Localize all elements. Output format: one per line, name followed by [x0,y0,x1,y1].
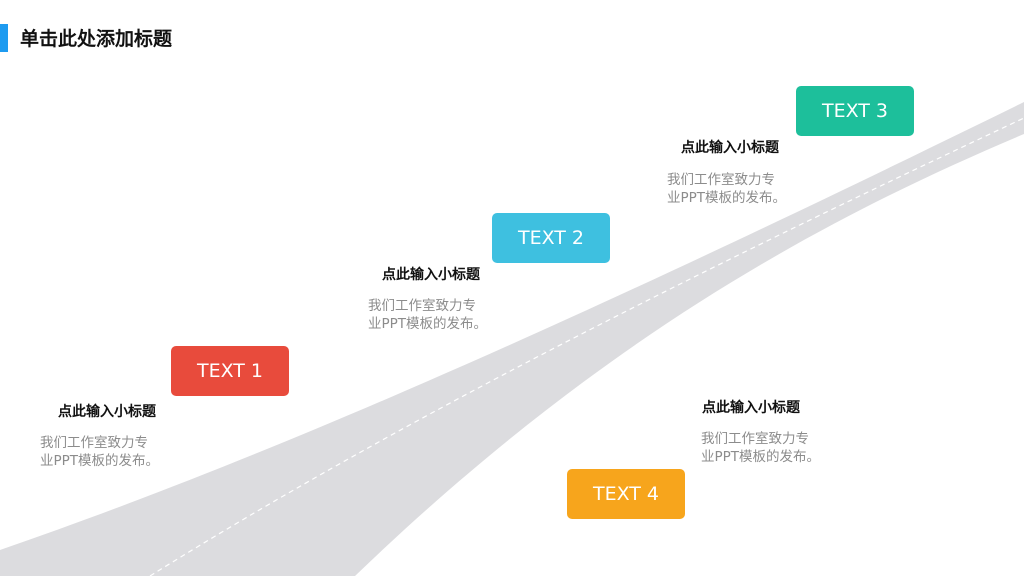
step-4-description-line-2: 业PPT模板的发布。 [701,449,821,465]
step-2-description-line-2: 业PPT模板的发布。 [368,316,488,332]
step-2-subtitle[interactable]: 点此输入小标题 [382,267,480,283]
step-2-badge[interactable]: TEXT 2 [492,213,610,263]
step-4-subtitle[interactable]: 点此输入小标题 [702,400,800,416]
title-accent-bar [0,24,8,52]
road-centerline [149,117,1024,576]
step-4-badge[interactable]: TEXT 4 [567,469,685,519]
step-1-description-line-1: 我们工作室致力专 [40,435,148,451]
step-4-description[interactable]: 我们工作室致力专 业PPT模板的发布。 [701,430,831,466]
step-1-description-line-2: 业PPT模板的发布。 [40,453,160,469]
step-3-description-line-1: 我们工作室致力专 [667,172,775,188]
step-1-badge[interactable]: TEXT 1 [171,346,289,396]
step-1-description[interactable]: 我们工作室致力专 业PPT模板的发布。 [40,434,170,470]
step-3-description[interactable]: 我们工作室致力专 业PPT模板的发布。 [667,171,797,207]
step-3-description-line-2: 业PPT模板的发布。 [667,190,787,206]
road-surface [0,102,1024,576]
step-1-subtitle[interactable]: 点此输入小标题 [58,404,156,420]
slide-title[interactable]: 单击此处添加标题 [20,28,173,50]
step-4-description-line-1: 我们工作室致力专 [701,431,809,447]
step-3-subtitle[interactable]: 点此输入小标题 [681,140,779,156]
step-3-badge[interactable]: TEXT 3 [796,86,914,136]
step-2-description[interactable]: 我们工作室致力专 业PPT模板的发布。 [368,297,498,333]
step-2-description-line-1: 我们工作室致力专 [368,298,476,314]
